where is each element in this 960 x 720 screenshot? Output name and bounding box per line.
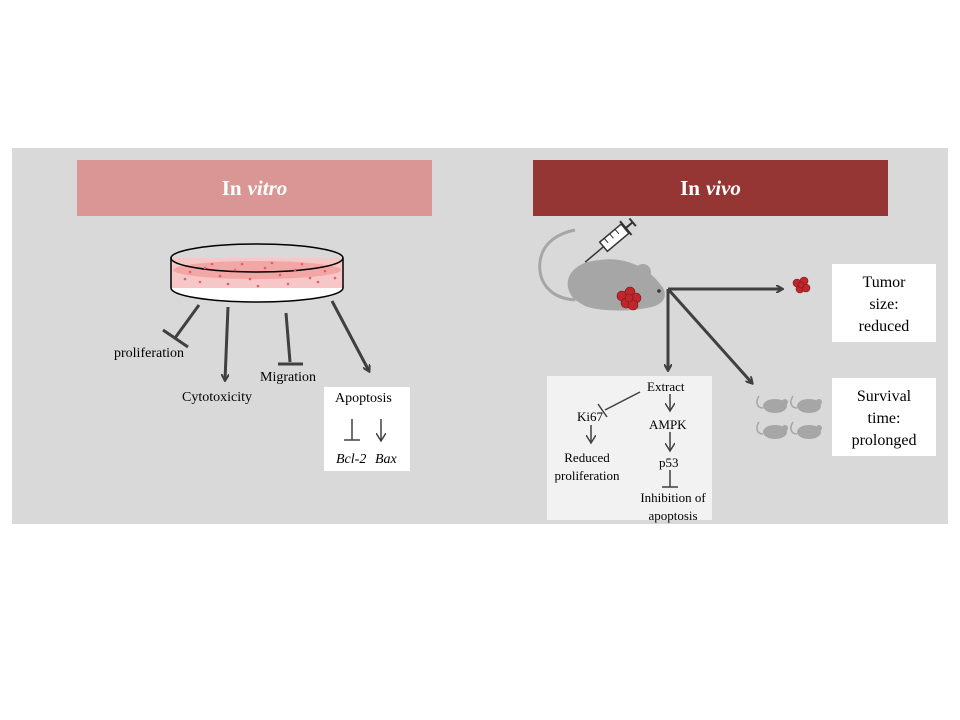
reduced-proliferation-text: Reduced proliferation [547, 449, 627, 485]
survival-time-line3: prolonged [832, 430, 936, 452]
survival-time-text: Survival time: prolonged [832, 386, 936, 452]
apoptosis-label: Apoptosis [335, 391, 392, 407]
apoptosis-arrow [332, 301, 369, 371]
p53-label: p53 [659, 455, 679, 471]
ki67-label: Ki67 [577, 409, 603, 425]
bax-label: Bax [375, 452, 397, 468]
tumor-size-text: Tumor size: reduced [832, 272, 936, 338]
proliferation-inhibition-bar [163, 330, 188, 347]
tumor-size-line1: Tumor [832, 272, 936, 294]
inhibition-line1: Inhibition of [630, 489, 716, 507]
tumor-size-line3: reduced [832, 316, 936, 338]
bcl2-label: Bcl-2 [336, 452, 366, 468]
cytotoxicity-label: Cytotoxicity [182, 390, 252, 406]
proliferation-inhibition-line [175, 305, 199, 338]
tumor-size-line2: size: [832, 294, 936, 316]
survival-time-line2: time: [832, 408, 936, 430]
petri-dish-icon [171, 244, 343, 302]
migration-label: Migration [260, 370, 316, 386]
survival-mice-icon [757, 396, 822, 439]
small-tumor-icon [793, 277, 810, 293]
inhibition-line2: apoptosis [630, 507, 716, 525]
ki67-inhibition-line [605, 392, 640, 410]
extract-label: Extract [647, 379, 685, 395]
proliferation-label: proliferation [114, 346, 184, 362]
reduced-proliferation-line1: Reduced [547, 449, 627, 467]
migration-inhibition-line [286, 313, 290, 362]
reduced-proliferation-line2: proliferation [547, 467, 627, 485]
survival-time-line1: Survival [832, 386, 936, 408]
survival-arrow [668, 289, 752, 383]
inhibition-of-apoptosis-text: Inhibition of apoptosis [630, 489, 716, 525]
ampk-label: AMPK [649, 417, 687, 433]
cytotoxicity-arrow [225, 307, 228, 380]
